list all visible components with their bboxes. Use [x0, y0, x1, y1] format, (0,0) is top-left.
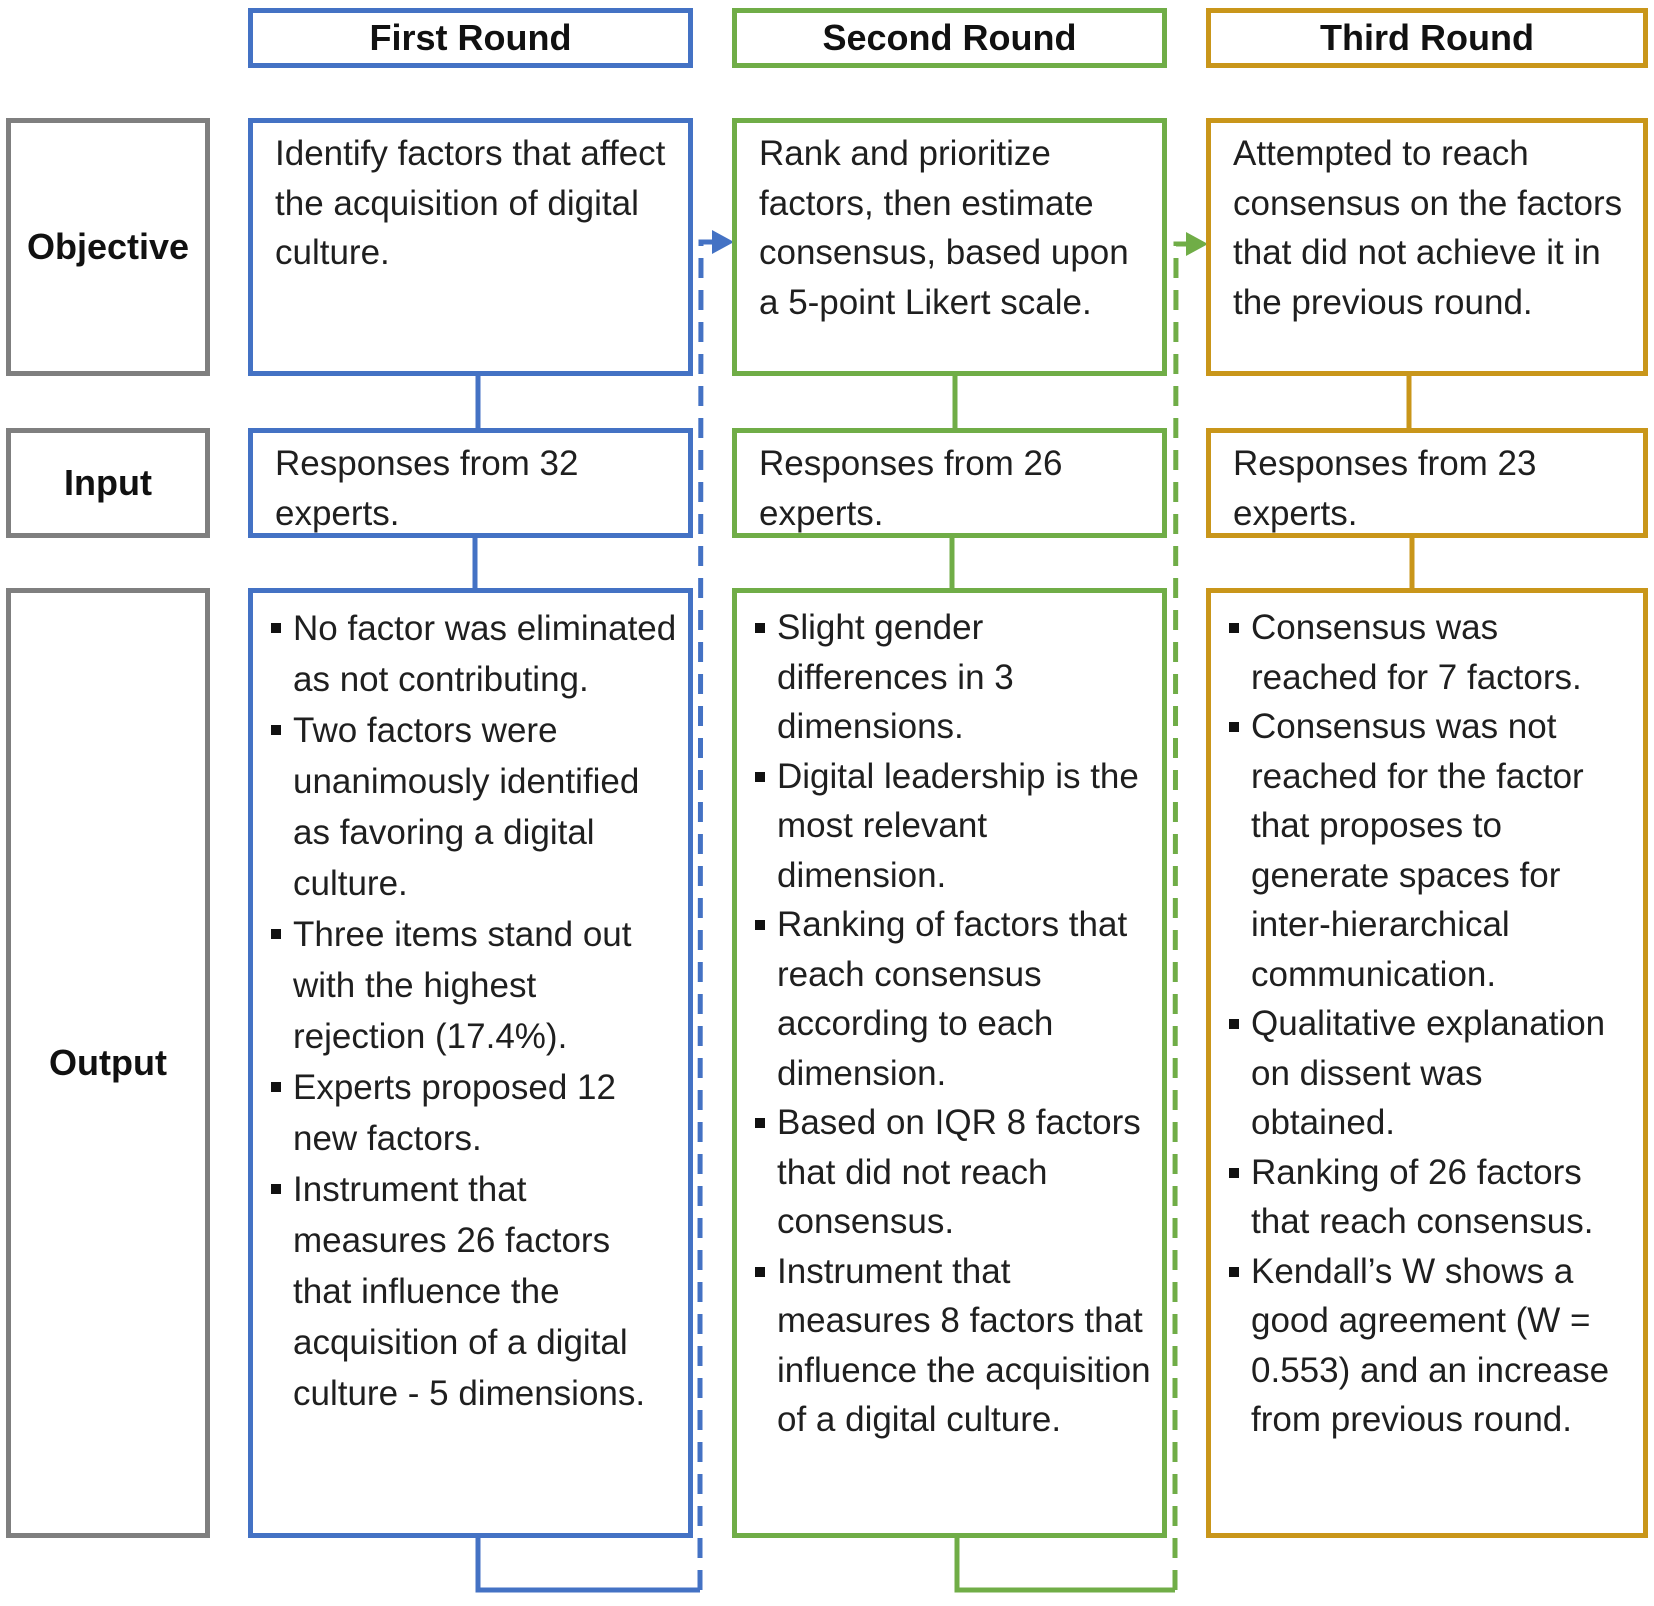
- header-third-round: Third Round: [1206, 8, 1648, 68]
- row-label-input-text: Input: [64, 462, 152, 503]
- list-item: Kendall’s W shows a good agreement (W = …: [1227, 1247, 1633, 1445]
- list-item: Consensus was not reached for the factor…: [1227, 702, 1633, 999]
- list-item: Ranking of factors that reach consensus …: [753, 900, 1152, 1098]
- list-item: Experts proposed 12 new factors.: [269, 1062, 678, 1164]
- list-item: Two factors were unanimously identified …: [269, 705, 678, 909]
- header-first-round: First Round: [248, 8, 693, 68]
- row-label-objective: Objective: [6, 118, 210, 376]
- first-to-second-loop-solid: [475, 1536, 700, 1593]
- header-second-round: Second Round: [732, 8, 1167, 68]
- list-item: Ranking of 26 factors that reach consens…: [1227, 1148, 1633, 1247]
- row-label-objective-text: Objective: [26, 226, 190, 267]
- first-to-second-loop-dashed: [697, 239, 714, 1590]
- row-label-input: Input: [6, 428, 210, 538]
- second-to-third-loop-solid: [954, 1536, 1175, 1593]
- first-to-second-arrowhead: [712, 230, 734, 254]
- objective-second-round: Rank and prioritize factors, then estima…: [732, 118, 1167, 376]
- list-item: Consensus was reached for 7 factors.: [1227, 603, 1633, 702]
- row-label-output: Output: [6, 588, 210, 1538]
- list-item: Qualitative explanation on dissent was o…: [1227, 999, 1633, 1148]
- input-third-round-text: Responses from 23 experts.: [1233, 444, 1537, 533]
- objective-second-round-text: Rank and prioritize factors, then estima…: [759, 134, 1129, 322]
- input-first-round: Responses from 32 experts.: [248, 428, 693, 538]
- row-label-output-text: Output: [49, 1042, 167, 1083]
- output-third-round: Consensus was reached for 7 factors. Con…: [1206, 588, 1648, 1538]
- list-item: No factor was eliminated as not contribu…: [269, 603, 678, 705]
- output-second-round: Slight gender differences in 3 dimension…: [732, 588, 1167, 1538]
- objective-third-round-text: Attempted to reach consensus on the fact…: [1233, 134, 1623, 322]
- input-first-round-text: Responses from 32 experts.: [275, 444, 579, 533]
- list-item: Digital leadership is the most relevant …: [753, 752, 1152, 901]
- output-first-round-list: No factor was eliminated as not contribu…: [253, 593, 688, 1419]
- input-second-round-text: Responses from 26 experts.: [759, 444, 1063, 533]
- list-item: Slight gender differences in 3 dimension…: [753, 603, 1152, 752]
- second-to-third-loop-dashed: [1172, 241, 1188, 1590]
- objective-first-round-text: Identify factors that affect the acquisi…: [275, 134, 666, 272]
- header-third-round-label: Third Round: [1320, 17, 1534, 58]
- list-item: Three items stand out with the highest r…: [269, 909, 678, 1062]
- objective-first-round: Identify factors that affect the acquisi…: [248, 118, 693, 376]
- list-item: Instrument that measures 8 factors that …: [753, 1247, 1152, 1445]
- header-second-round-label: Second Round: [822, 17, 1077, 58]
- output-second-round-list: Slight gender differences in 3 dimension…: [737, 593, 1162, 1445]
- list-item: Instrument that measures 26 factors that…: [269, 1164, 678, 1419]
- output-first-round: No factor was eliminated as not contribu…: [248, 588, 693, 1538]
- objective-third-round: Attempted to reach consensus on the fact…: [1206, 118, 1648, 376]
- header-first-round-label: First Round: [369, 17, 572, 58]
- list-item: Based on IQR 8 factors that did not reac…: [753, 1098, 1152, 1247]
- output-third-round-list: Consensus was reached for 7 factors. Con…: [1211, 593, 1643, 1445]
- input-third-round: Responses from 23 experts.: [1206, 428, 1648, 538]
- input-second-round: Responses from 26 experts.: [732, 428, 1167, 538]
- second-to-third-arrowhead: [1186, 232, 1208, 256]
